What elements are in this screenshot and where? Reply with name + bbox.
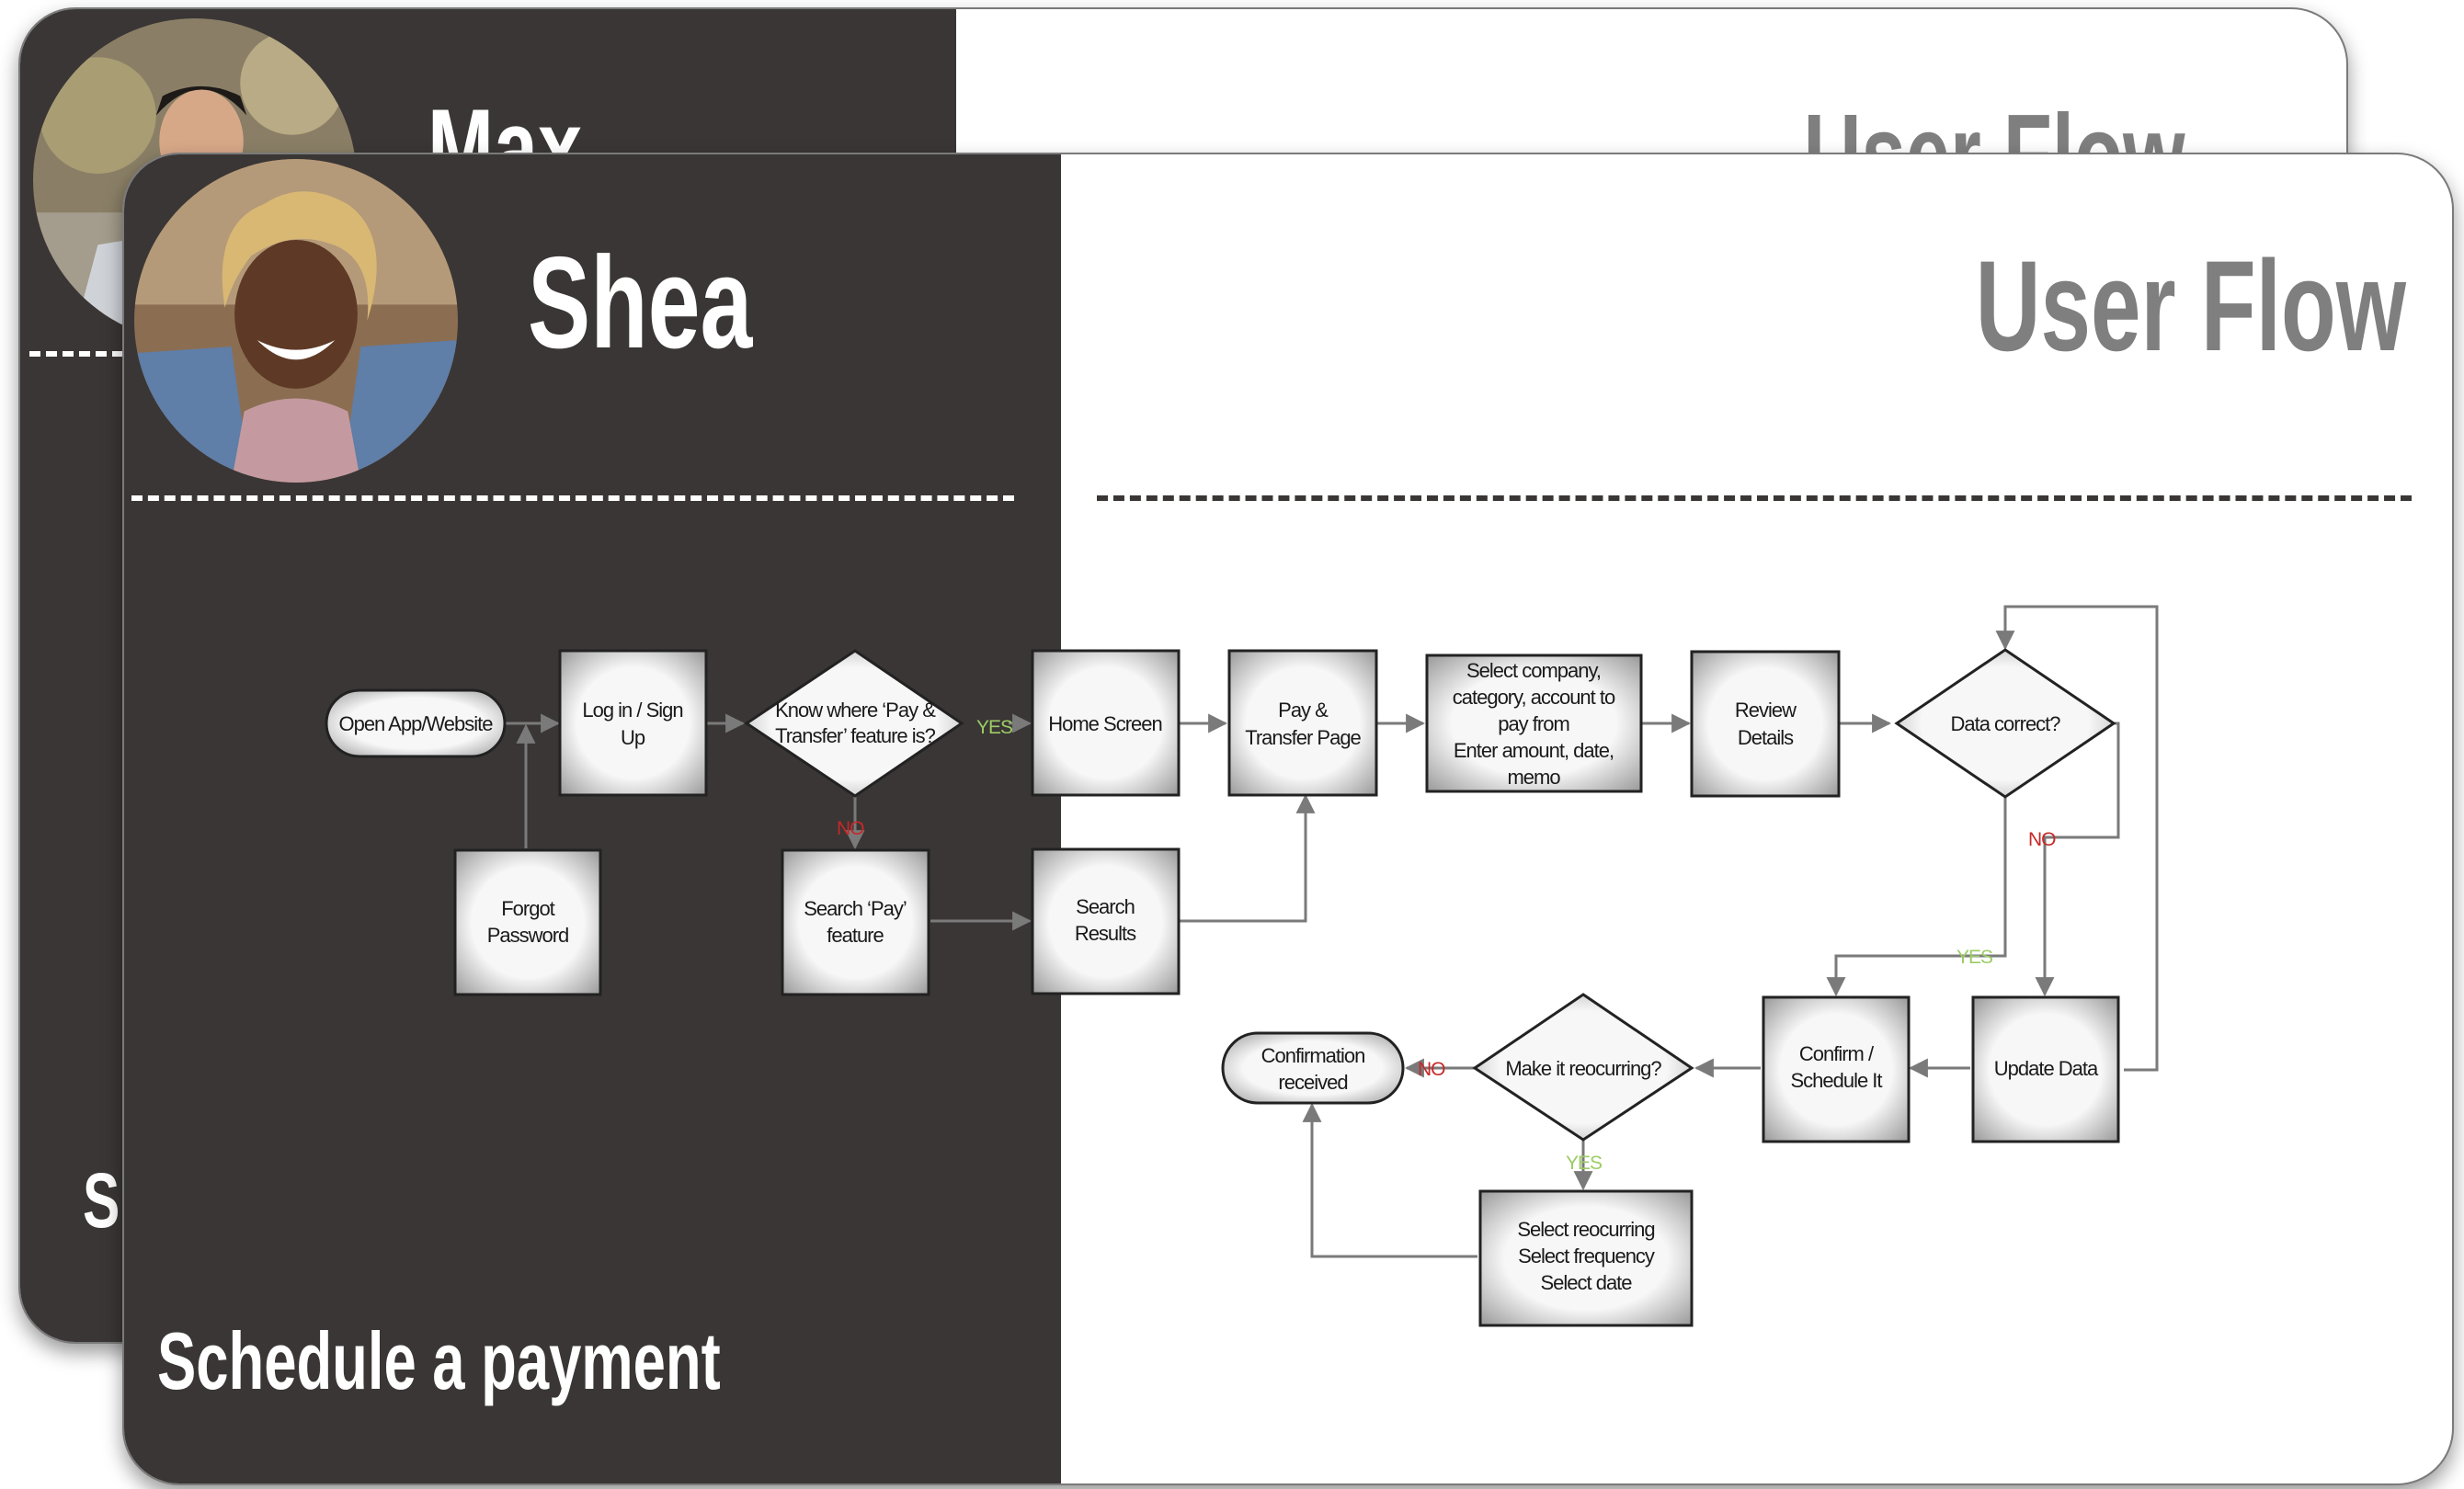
node-select-company: Select company, category, account to pay… — [1425, 654, 1643, 793]
svg-text:Forgot: Forgot — [501, 897, 554, 920]
flow-connectors — [505, 605, 2159, 1258]
front-subtitle: Schedule a payment — [157, 1315, 721, 1406]
node-select-recurring: Select reocurring Select frequency Selec… — [1478, 1189, 1694, 1327]
svg-text:Results: Results — [1075, 922, 1136, 945]
node-pay-transfer: Pay & Transfer Page — [1227, 649, 1378, 797]
front-user-flow-title: User Flow — [1975, 233, 2406, 378]
node-confirmation: Confirmation received — [1221, 1031, 1405, 1105]
svg-text:feature: feature — [827, 924, 884, 947]
node-forgot-password: Forgot Password — [453, 848, 602, 996]
svg-text:Pay &: Pay & — [1278, 699, 1329, 722]
svg-text:Review: Review — [1735, 699, 1797, 722]
edge-data-update — [2035, 722, 2120, 997]
svg-text:Update Data: Update Data — [1994, 1057, 2099, 1080]
node-data-correct: Data correct? — [1894, 648, 2116, 799]
svg-text:Details: Details — [1738, 726, 1794, 749]
node-update-data: Update Data — [1971, 995, 2120, 1143]
svg-text:Select date: Select date — [1540, 1271, 1632, 1294]
edge-results-pay — [1179, 793, 1316, 923]
node-search-results: Search Results — [1031, 847, 1181, 995]
svg-text:Search ‘Pay’: Search ‘Pay’ — [804, 897, 907, 920]
svg-text:memo: memo — [1507, 766, 1560, 789]
node-open-app: Open App/Website — [325, 688, 507, 758]
label-yes-data: YES — [1956, 947, 1993, 968]
front-persona-name: Shea — [528, 230, 753, 376]
svg-text:Home Screen: Home Screen — [1048, 712, 1162, 735]
svg-text:Schedule It: Schedule It — [1790, 1069, 1882, 1092]
svg-text:Confirmation: Confirmation — [1261, 1044, 1365, 1067]
svg-text:Select reocurring: Select reocurring — [1517, 1218, 1654, 1241]
node-review-details: Review Details — [1690, 650, 1841, 798]
svg-text:category, account to: category, account to — [1453, 686, 1615, 709]
node-make-recurring: Make it reocurring? — [1472, 993, 1694, 1142]
front-left-divider — [131, 495, 1014, 501]
svg-text:received: received — [1278, 1071, 1347, 1094]
label-no-recurring: NO — [1418, 1059, 1445, 1080]
svg-text:Log in / Sign: Log in / Sign — [582, 699, 682, 722]
svg-text:Up: Up — [621, 726, 645, 749]
front-right-divider — [1097, 495, 2412, 501]
label-no-data: NO — [2028, 829, 2056, 850]
svg-text:Transfer’ feature is?: Transfer’ feature is? — [775, 724, 936, 747]
node-confirm-schedule: Confirm / Schedule It — [1762, 995, 1911, 1143]
svg-text:Password: Password — [487, 924, 569, 947]
svg-text:Data correct?: Data correct? — [1950, 712, 2060, 735]
svg-text:Select company,: Select company, — [1466, 659, 1601, 682]
svg-text:Transfer Page: Transfer Page — [1245, 726, 1361, 749]
label-yes-recurring: YES — [1566, 1153, 1603, 1174]
svg-text:Search: Search — [1076, 895, 1135, 918]
edge-select-confirmation — [1302, 1102, 1477, 1258]
edge-data-confirm — [1826, 798, 2007, 997]
svg-text:pay from: pay from — [1498, 712, 1569, 735]
front-persona-card: Shea User Flow Schedule a payment — [122, 153, 2454, 1485]
back-divider — [29, 351, 140, 357]
svg-text:Enter amount, date,: Enter amount, date, — [1454, 739, 1614, 762]
node-search-pay: Search ‘Pay’ feature — [781, 848, 930, 996]
label-no-know: NO — [837, 818, 864, 839]
svg-text:Make it reocurring?: Make it reocurring? — [1505, 1057, 1661, 1080]
svg-text:Know where ‘Pay &: Know where ‘Pay & — [775, 699, 936, 722]
node-login: Log in / Sign Up — [558, 649, 708, 797]
edge-update-top — [1995, 605, 2159, 1072]
svg-text:Select frequency: Select frequency — [1518, 1245, 1655, 1267]
label-yes-know: YES — [976, 717, 1013, 738]
svg-text:Open App/Website: Open App/Website — [338, 712, 493, 735]
node-know-where: Know where ‘Pay & Transfer’ feature is? — [744, 649, 964, 798]
svg-text:Confirm /: Confirm / — [1799, 1042, 1875, 1065]
node-home-screen: Home Screen — [1031, 649, 1181, 797]
